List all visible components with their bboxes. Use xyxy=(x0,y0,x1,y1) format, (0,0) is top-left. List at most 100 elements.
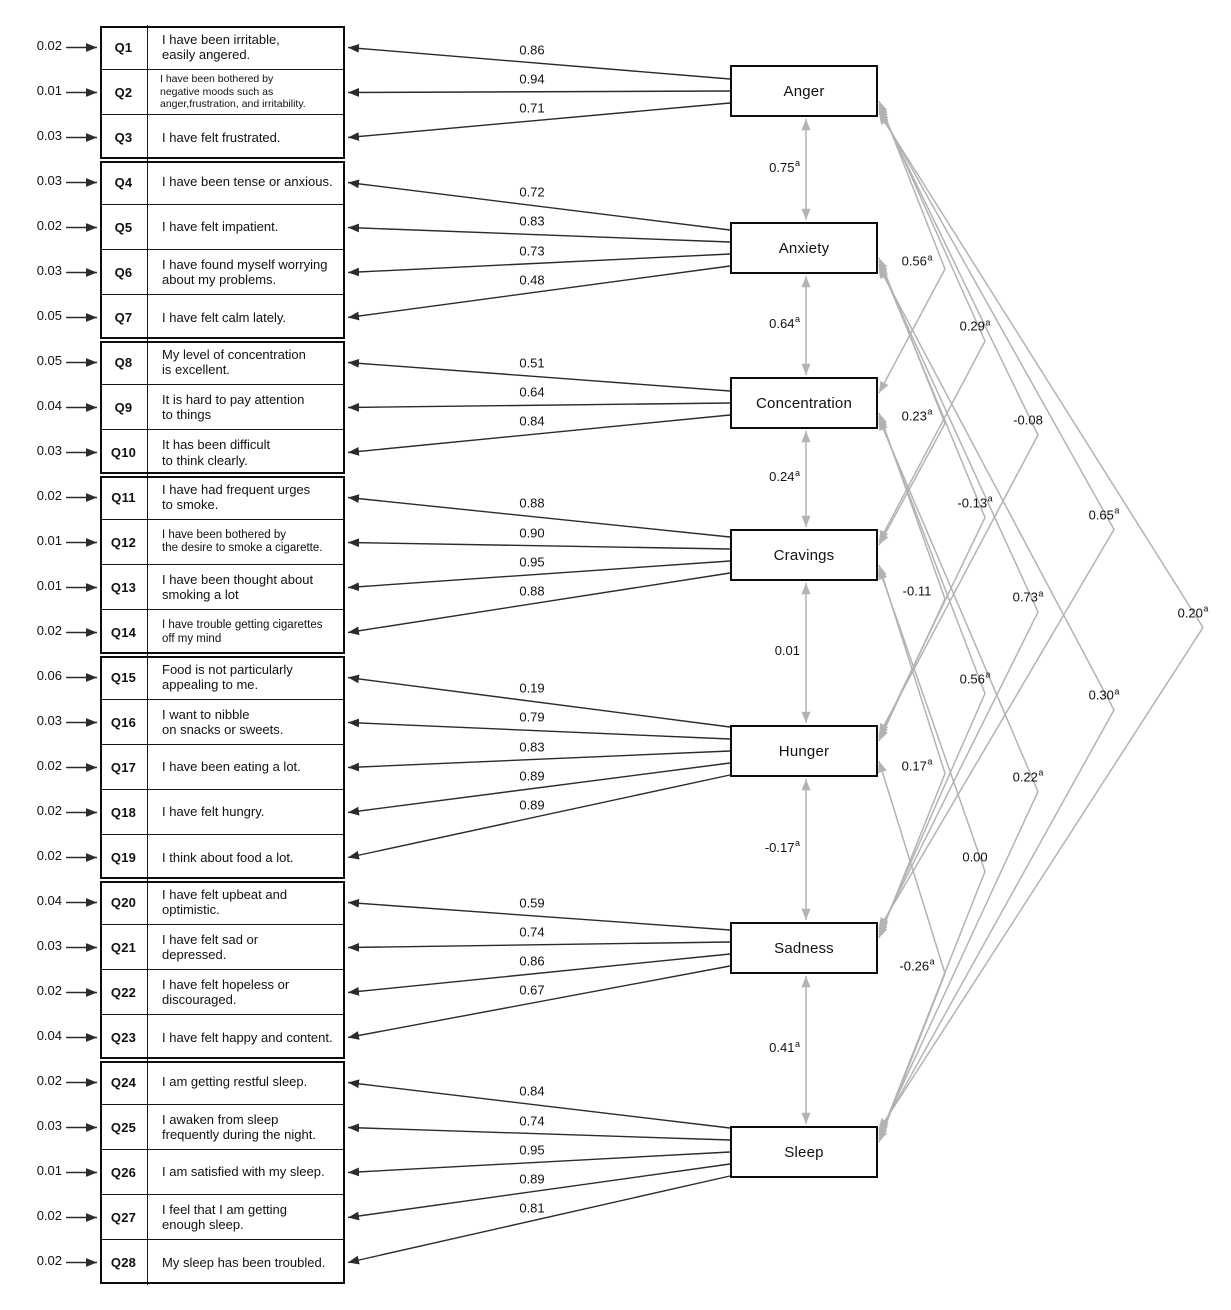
error-variance-label: 0.03 xyxy=(36,937,62,953)
item-id: Q22 xyxy=(100,970,148,1014)
item-text: Food is not particularly appealing to me… xyxy=(162,661,293,692)
error-variance-label: 0.03 xyxy=(36,1117,62,1133)
item-id: Q27 xyxy=(100,1195,148,1239)
error-variance-label: 0.02 xyxy=(36,622,62,638)
loading-arrow xyxy=(347,1175,731,1265)
correlation-superscript: a xyxy=(1038,767,1044,778)
item-id: Q21 xyxy=(100,925,148,969)
factor-loading-label: 0.74 xyxy=(519,1113,545,1128)
error-variance-label: 0.02 xyxy=(36,487,62,503)
item-id: Q10 xyxy=(100,430,148,475)
item-text: I awaken from sleep frequently during th… xyxy=(162,1111,316,1142)
correlation-value: 0.01 xyxy=(774,643,800,658)
loading-arrow xyxy=(347,253,731,277)
factor-loading-label: 0.89 xyxy=(519,797,545,813)
item-text: I have been bothered by the desire to sm… xyxy=(162,528,323,554)
factor-loading-label: 0.74 xyxy=(519,924,545,940)
loading-arrow xyxy=(347,560,731,592)
correlation-superscript: a xyxy=(794,467,800,478)
correlation-superscript: a xyxy=(794,1038,800,1049)
factor-loading-label: 0.90 xyxy=(519,525,545,541)
item-text: I have felt impatient. xyxy=(162,219,279,235)
factor-correlation-label: -0.26a xyxy=(899,956,935,973)
factor-correlation-label: 0.29a xyxy=(960,318,991,334)
item-id: Q14 xyxy=(100,610,148,655)
factor-covariance-arrow xyxy=(878,263,1039,933)
item-text: I have felt hungry. xyxy=(162,804,265,820)
item-id: Q18 xyxy=(100,790,148,834)
item-id: Q9 xyxy=(100,385,148,429)
item-text: I have been tense or anxious. xyxy=(162,174,333,190)
error-variance-label: 0.06 xyxy=(36,667,62,683)
item-id: Q20 xyxy=(100,880,148,924)
factor-covariance-arrow xyxy=(878,266,1115,1134)
item-text: I have felt frustrated. xyxy=(162,129,281,145)
factor-covariance-arrow xyxy=(878,109,1115,930)
factor-correlation-label: 0.56a xyxy=(902,252,933,269)
item-row-q10: Q10 It has been difficult to think clearl… xyxy=(100,430,345,475)
loading-arrow xyxy=(347,88,731,97)
correlation-superscript: a xyxy=(927,252,933,263)
factor-loading-label: 0.71 xyxy=(519,100,545,116)
item-row-q22: Q22 I have felt hopeless or discouraged. xyxy=(100,970,345,1015)
error-variance-label: 0.02 xyxy=(36,1207,62,1223)
correlation-superscript: a xyxy=(929,956,935,967)
loading-arrow xyxy=(347,358,731,392)
correlation-value: 0.65 xyxy=(1088,507,1114,522)
item-text: I have been bothered by negative moods s… xyxy=(160,72,306,111)
correlation-value: 0.20 xyxy=(1177,605,1203,620)
item-row-q24: Q24 I am getting restful sleep. xyxy=(100,1060,345,1105)
correlation-superscript: a xyxy=(794,314,800,325)
factor-correlation-label: 0.41a xyxy=(769,1038,800,1055)
factor-correlation-label: -0.13a xyxy=(957,494,992,510)
factor-loading-label: 0.84 xyxy=(519,1083,545,1099)
item-id: Q13 xyxy=(100,565,148,609)
loading-arrow xyxy=(347,44,731,80)
correlation-value: -0.13 xyxy=(957,495,988,510)
item-text: I have been irritable, easily angered. xyxy=(162,31,280,62)
factor-loading-label: 0.83 xyxy=(519,739,545,755)
factor-correlation-label: 0.20a xyxy=(1177,604,1209,620)
item-id: Q24 xyxy=(100,1060,148,1104)
error-variance-label: 0.03 xyxy=(36,712,62,728)
factor-box-sleep: Sleep xyxy=(730,1126,878,1178)
item-text: It has been difficult to think clearly. xyxy=(162,437,271,468)
correlation-superscript: a xyxy=(794,838,800,849)
item-text: I have felt hopeless or discouraged. xyxy=(162,976,290,1007)
factor-correlation-label: 0.30a xyxy=(1088,687,1120,703)
factor-loading-label: 0.95 xyxy=(519,1142,545,1158)
loading-arrow xyxy=(347,898,731,931)
factor-correlation-label: 0.65a xyxy=(1088,506,1120,522)
correlation-superscript: a xyxy=(985,669,991,680)
correlation-superscript: a xyxy=(927,756,933,767)
item-id: Q15 xyxy=(100,655,148,699)
item-text: I am getting restful sleep. xyxy=(162,1074,308,1090)
item-row-q5: Q5 I have felt impatient. xyxy=(100,205,345,250)
item-id: Q5 xyxy=(100,205,148,249)
correlation-value: 0.22 xyxy=(1012,769,1038,784)
factor-correlation-label: 0.00 xyxy=(962,849,987,864)
item-id: Q12 xyxy=(100,520,148,564)
loading-arrow xyxy=(347,750,731,772)
correlation-value: 0.30 xyxy=(1088,687,1114,703)
factor-covariance-arrow xyxy=(878,415,986,936)
item-id: Q8 xyxy=(100,340,148,384)
loading-arrow xyxy=(347,414,731,456)
loading-arrow xyxy=(347,402,731,412)
item-text: I have felt upbeat and optimistic. xyxy=(162,886,288,917)
loading-arrow xyxy=(347,718,731,740)
item-id: Q16 xyxy=(100,700,148,744)
error-variance-label: 0.04 xyxy=(36,397,62,413)
error-variance-label: 0.01 xyxy=(36,82,62,98)
factor-label: Anxiety xyxy=(778,239,830,257)
correlation-value: 0.24 xyxy=(769,469,795,484)
item-id: Q4 xyxy=(100,160,148,204)
correlation-value: 0.56 xyxy=(959,671,985,686)
